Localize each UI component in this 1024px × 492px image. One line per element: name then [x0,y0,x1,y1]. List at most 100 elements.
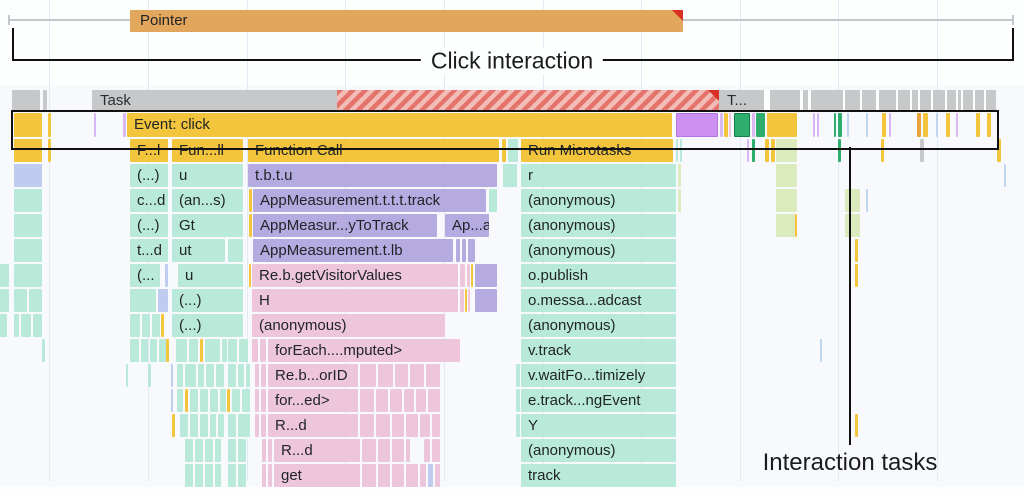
flame-segment[interactable] [255,389,259,412]
flame-segment[interactable]: Y [521,414,676,437]
flame-segment[interactable] [467,264,470,287]
flame-segment[interactable] [406,464,418,487]
flame-segment[interactable] [855,264,858,287]
event-track-segment[interactable] [734,113,750,137]
flame-segment[interactable] [246,364,250,387]
flame-segment[interactable] [29,289,42,312]
flame-segment[interactable] [220,389,226,412]
flame-segment[interactable] [185,389,188,412]
flame-segment[interactable] [238,439,246,462]
flame-segment[interactable]: (anonymous) [521,314,676,337]
flame-segment[interactable] [362,464,376,487]
flame-segment[interactable] [475,264,497,287]
flame-segment[interactable] [420,414,430,437]
event-track-segment[interactable] [123,113,126,137]
flame-segment[interactable] [432,414,440,437]
flame-segment[interactable] [158,289,168,312]
event-track-segment[interactable] [817,113,819,137]
flame-segment[interactable]: (anonymous) [521,214,676,237]
flame-segment[interactable] [255,364,259,387]
flame-segment[interactable] [33,314,42,337]
flame-segment[interactable]: r [521,164,676,187]
flame-segment[interactable] [249,214,252,237]
flame-segment[interactable] [489,189,497,212]
flame-segment[interactable] [227,389,230,412]
flame-segment[interactable] [776,139,797,162]
flame-segment[interactable] [190,389,198,412]
flame-segment[interactable] [428,389,440,412]
flame-segment[interactable] [195,439,203,462]
flame-segment[interactable] [176,339,187,362]
flame-segment[interactable] [165,264,168,287]
flame-segment[interactable] [222,339,227,362]
flame-segment[interactable] [190,414,198,437]
flame-segment[interactable] [460,264,465,287]
flame-segment[interactable] [215,464,221,487]
flame-segment[interactable] [262,439,266,462]
flame-segment[interactable] [159,339,166,362]
flame-segment[interactable]: Gt [172,214,243,237]
flame-segment[interactable] [195,464,203,487]
flame-segment[interactable] [410,364,424,387]
event-track-segment[interactable] [923,113,928,137]
flame-segment[interactable] [765,139,769,162]
flame-segment[interactable] [172,414,175,437]
flame-segment[interactable] [130,314,140,337]
flame-segment[interactable] [845,189,860,212]
flame-segment[interactable] [881,139,884,162]
event-track-segment[interactable] [14,113,42,137]
flame-segment[interactable] [185,364,196,387]
flame-segment[interactable] [150,339,157,362]
flame-segment[interactable] [0,289,9,312]
flame-segment[interactable] [152,314,160,337]
flame-segment[interactable] [406,414,418,437]
flame-segment[interactable] [268,464,272,487]
flame-segment[interactable] [142,314,150,337]
flame-segment[interactable] [855,414,858,437]
flame-segment[interactable]: (...) [172,289,243,312]
flame-segment[interactable] [14,239,42,262]
task-bar[interactable] [43,90,47,112]
flame-segment[interactable] [228,439,236,462]
flame-segment[interactable] [242,389,250,412]
flame-segment[interactable]: AppMeasurement.t.lb [253,239,453,262]
pointer-track-bar[interactable]: Pointer [130,10,683,32]
flame-segment[interactable]: Run Microtasks [521,139,673,162]
event-track-segment[interactable] [976,113,980,137]
flame-segment[interactable] [205,439,213,462]
flame-segment[interactable] [424,439,430,462]
flame-segment[interactable] [508,139,518,162]
event-track-segment[interactable] [756,113,765,137]
flame-segment[interactable]: (anonymous) [252,314,445,337]
flame-segment[interactable] [216,364,224,387]
flame-segment[interactable]: get [274,464,360,487]
flame-segment[interactable] [855,239,858,262]
flame-segment[interactable] [249,264,251,287]
flame-segment[interactable] [0,264,9,287]
flame-segment[interactable]: u [178,264,243,287]
flame-segment[interactable] [206,364,214,387]
flame-segment[interactable] [228,364,236,387]
flame-segment[interactable]: ut [172,239,225,262]
event-track-segment[interactable] [882,113,886,137]
event-track-segment[interactable] [838,113,842,137]
flame-segment[interactable] [228,464,236,487]
flame-segment[interactable] [14,264,42,287]
flame-segment[interactable] [126,364,128,387]
flame-segment[interactable] [210,389,218,412]
flame-segment[interactable] [252,339,258,362]
flame-segment[interactable] [432,439,440,462]
flame-segment[interactable] [392,414,404,437]
flame-segment[interactable]: o.publish [521,264,676,287]
flame-segment[interactable] [185,464,193,487]
flame-segment[interactable] [435,464,440,487]
flame-segment[interactable]: R...d [268,414,358,437]
flame-segment[interactable] [185,439,193,462]
flame-segment[interactable]: v.track [521,339,676,362]
flame-segment[interactable] [678,189,681,212]
flame-segment[interactable] [171,364,173,387]
event-track-segment[interactable] [767,113,797,137]
flame-segment[interactable] [1004,164,1006,187]
event-track-segment[interactable] [987,113,991,137]
flame-segment[interactable] [468,239,475,262]
